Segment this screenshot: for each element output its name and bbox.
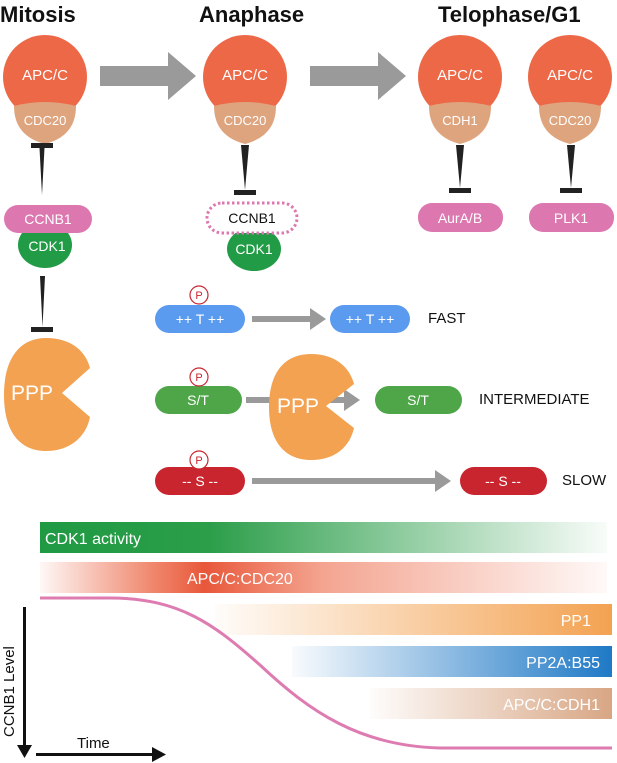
intermediate-dephospho-substrate (375, 386, 462, 414)
intermediate-product-label: S/T (407, 392, 429, 408)
header-mitosis: Mitosis (0, 2, 76, 27)
ppp-phosphatase-mitosis: PPP (4, 338, 90, 451)
kinetics-fast-row: ++ T ++ P ++ T ++ FAST (155, 285, 466, 333)
apcc-cdh1-label: APC/C:CDH1 (503, 697, 600, 714)
kinetics-intermediate-row: S/T P PPP S/T INTERMEDIATE (155, 354, 590, 460)
apcc-label: APC/C (547, 67, 593, 84)
cdk1-blob (227, 227, 281, 271)
x-axis-label: Time (77, 735, 110, 752)
apcc-label: APC/C (437, 67, 483, 84)
intermediate-phospho-substrate (155, 386, 242, 414)
cdk1-activity-bar: CDK1 activity (40, 522, 607, 553)
phospho-circle (189, 285, 209, 305)
apcc-cdh1-bar: APC/C:CDH1 (370, 688, 612, 719)
cdc20-crescent (14, 102, 76, 144)
apcc-circle (418, 35, 502, 119)
intermediate-arrow-head (344, 389, 360, 411)
cdk1-label: CDK1 (235, 241, 273, 257)
pp2a-b55-bar: PP2A:B55 (292, 646, 612, 677)
fast-dephospho-substrate (330, 305, 410, 333)
phase-arrow-anaphase-telophase (310, 52, 406, 100)
ccnb1-label: CCNB1 (228, 210, 276, 226)
slow-label: SLOW (562, 472, 607, 489)
slow-phospho-substrate (155, 467, 245, 495)
inhibition-arrow-aurab (449, 145, 471, 193)
phospho-circle (189, 450, 209, 470)
phospho-label: P (195, 455, 202, 467)
pp2a-b55-label: PP2A:B55 (526, 655, 600, 672)
inhibition-arrow-mitosis-bottom (31, 276, 53, 332)
ccnb1-cdk1-complex-anaphase: CCNB1 CDK1 (205, 201, 299, 271)
apcc-complex-cdc20-telophase: APC/C CDC20 (528, 35, 612, 144)
slow-dephospho-substrate (460, 467, 547, 495)
x-axis: Time (36, 735, 166, 762)
apcc-cdc20-label: APC/C:CDC20 (187, 571, 293, 588)
ccnb1-level-curve (40, 596, 612, 750)
apcc-cdc20-bar: APC/C:CDC20 (40, 562, 607, 593)
fast-label: FAST (428, 310, 466, 327)
plk1-label: PLK1 (554, 210, 588, 226)
ccnb1-degraded-pill (205, 201, 299, 235)
apcc-label: APC/C (22, 67, 68, 84)
phospho-label: P (195, 372, 202, 384)
aurab-label: AurA/B (438, 210, 482, 226)
aurab-substrate: AurA/B (418, 203, 503, 232)
cdk1-label: CDK1 (28, 238, 66, 254)
ccnb1-pill (4, 205, 92, 233)
header-anaphase: Anaphase (199, 2, 304, 27)
cdh1-crescent (429, 102, 491, 144)
cdk1-activity-label: CDK1 activity (45, 531, 141, 548)
fast-product-label: ++ T ++ (346, 311, 395, 327)
apcc-circle (528, 35, 612, 119)
ccnb1-cdk1-complex-mitosis: CCNB1 CDK1 (4, 205, 92, 268)
apcc-complex-cdh1: APC/C CDH1 (418, 35, 502, 144)
apcc-label: APC/C (222, 67, 268, 84)
slow-arrow-shaft (252, 478, 437, 484)
intermediate-substrate-label: S/T (187, 392, 209, 408)
cdc20-label: CDC20 (224, 113, 267, 128)
ppp-label: PPP (11, 382, 53, 405)
fast-substrate-label: ++ T ++ (176, 311, 225, 327)
cdh1-label: CDH1 (442, 113, 477, 128)
slow-product-label: -- S -- (485, 473, 521, 489)
slow-arrow-head (435, 470, 451, 492)
intermediate-label: INTERMEDIATE (479, 391, 590, 408)
phospho-label: P (195, 290, 202, 302)
fast-phospho-substrate (155, 305, 245, 333)
cdk1-blob (18, 222, 72, 268)
cdc20-label: CDC20 (549, 113, 592, 128)
apcc-complex-anaphase: APC/C CDC20 (203, 35, 287, 144)
cdc20-crescent (214, 102, 276, 144)
slow-substrate-label: -- S -- (182, 473, 218, 489)
inhibition-arrow-anaphase (234, 145, 256, 195)
apcc-circle (203, 35, 287, 119)
y-axis-label: CCNB1 Level (1, 646, 18, 737)
ccnb1-label: CCNB1 (24, 211, 72, 227)
inhibition-arrow-plk1 (560, 145, 582, 193)
fast-arrow-head (310, 308, 326, 330)
fast-arrow-shaft (252, 316, 312, 322)
kinetics-slow-row: -- S -- P -- S -- SLOW (155, 450, 607, 495)
pp1-bar: PP1 (215, 604, 612, 635)
plk1-substrate: PLK1 (529, 203, 614, 232)
inhibition-arrow-mitosis-top (31, 143, 53, 195)
header-telophase: Telophase/G1 (438, 2, 581, 27)
ppp-label: PPP (277, 395, 319, 418)
cdc20-label: CDC20 (24, 113, 67, 128)
y-axis: CCNB1 Level (1, 607, 32, 758)
apcc-circle (3, 35, 87, 119)
phospho-circle (189, 367, 209, 387)
pp1-label: PP1 (561, 613, 591, 630)
ppp-phosphatase-intermediate (269, 354, 354, 460)
cdc20-crescent (539, 102, 601, 144)
phase-arrow-mitosis-anaphase (100, 52, 196, 100)
apcc-complex-mitosis: APC/C CDC20 (3, 35, 87, 144)
